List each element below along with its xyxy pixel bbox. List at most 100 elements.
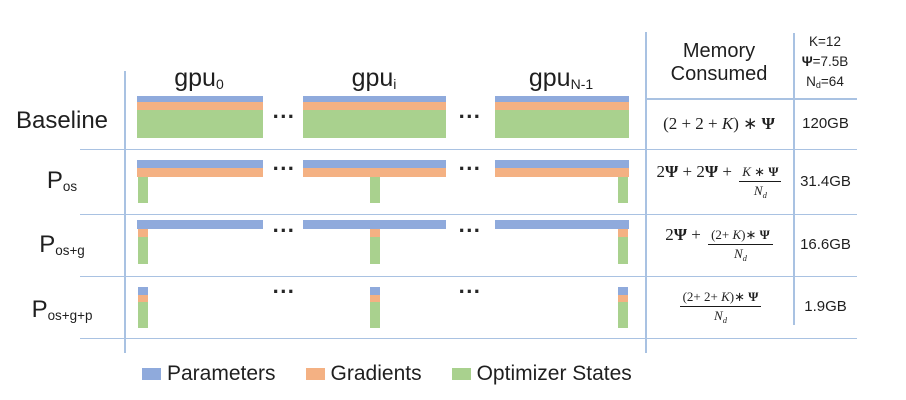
bar-parameters <box>303 220 446 229</box>
memory-value-p-os-g-p: 1.9GB <box>804 298 847 315</box>
legend-item-parameters: Parameters <box>142 362 276 386</box>
bar-gradients <box>137 168 263 177</box>
row-label-p-os-g-p: Pos+g+p <box>0 296 124 330</box>
memory-consumed-header: Memory Consumed <box>647 30 791 96</box>
constant-nd: Nd=64 <box>806 73 844 90</box>
gpu-column-header-i: gpui <box>314 64 434 98</box>
bar-gradients-shard <box>369 229 380 237</box>
gpu-label-base: gpu <box>174 64 216 92</box>
divider-memory-column <box>645 32 647 353</box>
ellipsis: ... <box>272 212 296 237</box>
bar-parameters-shard <box>369 287 380 295</box>
bar-parameters-shard <box>618 287 628 295</box>
row-separator-1 <box>80 148 857 150</box>
row-label-base: P <box>31 296 48 323</box>
gpu-column-header-0: gpu0 <box>139 64 259 98</box>
row-label-sub: os+g <box>55 242 85 258</box>
ellipsis: ... <box>272 273 296 298</box>
divider-row-labels <box>124 71 126 353</box>
legend: Parameters Gradients Optimizer States <box>142 362 632 386</box>
row-label-p-os-g: Pos+g <box>0 231 124 265</box>
legend-label: Gradients <box>330 362 422 385</box>
bar-optimizer-states-shard <box>138 302 148 328</box>
bar-parameters <box>495 96 629 102</box>
row-separator-4 <box>80 337 857 339</box>
legend-item-optimizer-states: Optimizer States <box>451 362 632 386</box>
memory-value-baseline: 120GB <box>802 115 849 132</box>
bar-parameters <box>303 160 446 168</box>
constants-box: K=12 Ψ=7.5B Nd=64 <box>794 31 856 95</box>
bar-optimizer-states-shard <box>369 237 380 264</box>
memory-value-p-os-g: 16.6GB <box>800 236 851 253</box>
ellipsis: ... <box>272 98 296 123</box>
row-label-sub: os <box>62 178 78 194</box>
bar-optimizer-states-shard <box>618 237 628 264</box>
bar-optimizer-states-shard <box>138 177 148 203</box>
constant-psi: Ψ=7.5B <box>801 53 849 69</box>
ellipsis: ... <box>458 98 482 123</box>
bar-optimizer-states-shard <box>618 302 628 328</box>
legend-label: Optimizer States <box>476 362 632 385</box>
row-label-sub: os+g+p <box>47 307 93 323</box>
row-label-base: Baseline <box>15 107 109 134</box>
memory-value-p-os: 31.4GB <box>800 172 851 190</box>
bar-optimizer-states-shard <box>369 177 380 203</box>
memory-header-line1: Memory <box>682 40 756 62</box>
parameters-swatch-icon <box>142 368 161 380</box>
optimizer-states-swatch-icon <box>451 368 471 380</box>
bar-gradients <box>495 102 629 110</box>
row-label-baseline: Baseline <box>0 107 124 141</box>
memory-header-underline <box>645 98 857 100</box>
gpu-label-base: gpu <box>351 64 394 92</box>
gpu-label-sub: N-1 <box>570 76 594 93</box>
legend-item-gradients: Gradients <box>305 362 422 386</box>
bar-parameters <box>137 160 263 168</box>
gpu-label-sub: i <box>393 76 397 93</box>
bar-optimizer-states <box>303 110 446 138</box>
bar-gradients <box>303 168 446 177</box>
bar-gradients-shard <box>138 295 148 302</box>
bar-parameters <box>137 96 263 102</box>
bar-gradients-shard <box>369 295 380 302</box>
bar-optimizer-states-shard <box>138 237 148 264</box>
bar-parameters-shard <box>138 287 148 295</box>
constant-k: K=12 <box>809 33 841 49</box>
legend-label: Parameters <box>167 362 276 385</box>
gpu-label-base: gpu <box>528 64 571 92</box>
memory-header-line2: Consumed <box>670 63 768 85</box>
divider-values-column <box>793 33 795 325</box>
ellipsis: ... <box>458 212 482 237</box>
bar-gradients <box>303 102 446 110</box>
ellipsis: ... <box>458 150 482 175</box>
bar-parameters <box>137 220 263 229</box>
bar-gradients <box>495 168 629 177</box>
bar-optimizer-states-shard <box>369 302 380 328</box>
row-separator-3 <box>80 275 857 277</box>
formula-content: (2 + 2 + K) ∗ Ψ <box>663 113 775 133</box>
gpu-column-header-n1: gpuN-1 <box>501 64 621 98</box>
bar-optimizer-states <box>137 110 263 138</box>
bar-parameters <box>495 160 629 168</box>
row-label-base: P <box>46 167 63 194</box>
formula-baseline: (2 + 2 + K) ∗ Ψ <box>647 99 791 148</box>
bar-parameters <box>495 220 629 229</box>
row-label-base: P <box>39 231 56 258</box>
gpu-label-sub: 0 <box>215 76 224 93</box>
bar-gradients <box>137 102 263 110</box>
bar-parameters <box>303 96 446 102</box>
bar-optimizer-states-shard <box>618 177 628 203</box>
bar-optimizer-states <box>495 110 629 138</box>
row-label-p-os: Pos <box>0 167 124 201</box>
bar-gradients-shard <box>618 229 628 237</box>
bar-gradients-shard <box>618 295 628 302</box>
ellipsis: ... <box>272 150 296 175</box>
bar-gradients-shard <box>138 229 148 237</box>
ellipsis: ... <box>458 273 482 298</box>
